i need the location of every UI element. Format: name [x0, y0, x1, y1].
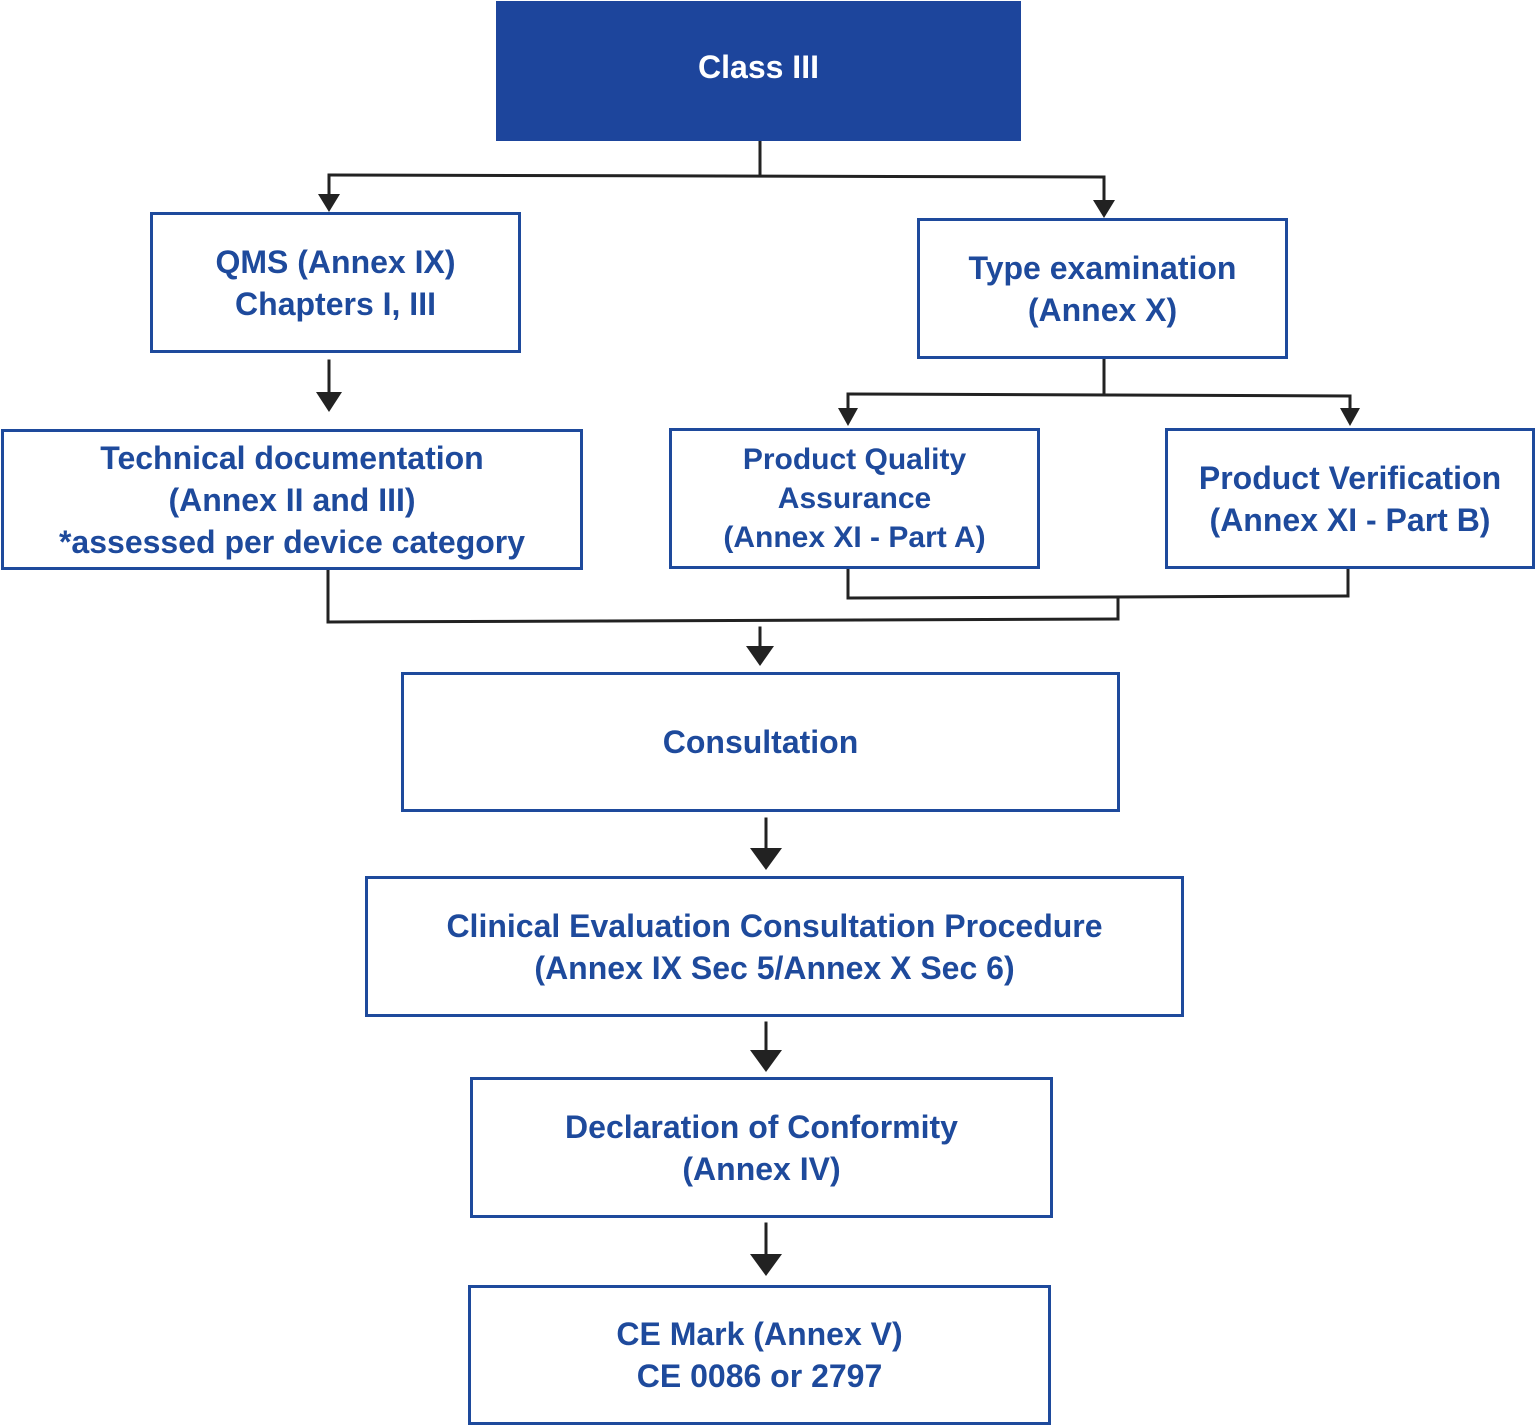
product-verification-box: Product Verification (Annex XI - Part B): [1165, 428, 1535, 569]
product-quality-assurance-line-1: Product Quality: [742, 443, 967, 476]
clinical-evaluation-box: Clinical Evaluation Consultation Procedu…: [365, 876, 1184, 1017]
technical-documentation-line-1: Technical documentation: [100, 439, 484, 476]
arrowhead-consultation: [746, 646, 774, 666]
arrowhead-pqa: [838, 408, 858, 426]
product-verification-line-2: (Annex XI - Part B): [1209, 501, 1491, 538]
arrowhead-type-exam: [1093, 200, 1115, 218]
qms-line-2: Chapters I, III: [235, 285, 436, 322]
declaration-of-conformity-line-2: (Annex IV): [682, 1150, 841, 1187]
clinical-evaluation-line-1: Clinical Evaluation Consultation Procedu…: [446, 907, 1103, 944]
arrowhead-qms: [318, 194, 340, 212]
ce-mark-line-2: CE 0086 or 2797: [636, 1358, 883, 1394]
type-examination-line-1: Type examination: [968, 249, 1237, 286]
arrowhead-ce-mark: [750, 1254, 782, 1276]
consultation-box: Consultation: [401, 672, 1120, 812]
technical-documentation-line-2: (Annex II and III): [168, 481, 416, 518]
type-examination-line-2: (Annex X): [1027, 291, 1178, 328]
technical-documentation-line-3: *assessed per device category: [58, 523, 526, 560]
class-iii-line-1: Class III: [698, 49, 819, 85]
clinical-evaluation-line-2: (Annex IX Sec 5/Annex X Sec 6): [534, 949, 1015, 986]
connector-class-split: [327, 173, 1106, 179]
arrowhead-declaration: [750, 1050, 782, 1072]
arrowhead-technical: [316, 392, 342, 412]
connector-type-split: [846, 392, 1352, 398]
product-quality-assurance-line-2: Assurance: [777, 482, 932, 515]
product-quality-assurance-line-3: (Annex XI - Part A): [723, 521, 986, 554]
qms-box: QMS (Annex IX) Chapters I, III: [150, 212, 521, 353]
connector-pqa-pv-merge: [846, 594, 1350, 600]
ce-mark-line-1: CE Mark (Annex V): [616, 1316, 903, 1352]
connector-main-merge: [326, 617, 1120, 624]
arrowhead-pv: [1340, 408, 1360, 426]
type-examination-box: Type examination (Annex X): [917, 218, 1288, 359]
declaration-of-conformity-line-1: Declaration of Conformity: [565, 1108, 958, 1145]
technical-documentation-box: Technical documentation (Annex II and III…: [1, 429, 583, 570]
product-verification-line-1: Product Verification: [1198, 459, 1502, 496]
class-iii-box: Class III: [496, 1, 1021, 141]
qms-line-1: QMS (Annex IX): [215, 243, 456, 280]
declaration-of-conformity-box: Declaration of Conformity (Annex IV): [470, 1077, 1053, 1218]
ce-mark-box: CE Mark (Annex V) CE 0086 or 2797: [468, 1285, 1051, 1425]
arrowhead-clinical: [750, 848, 782, 870]
consultation-line-1: Consultation: [662, 724, 859, 760]
